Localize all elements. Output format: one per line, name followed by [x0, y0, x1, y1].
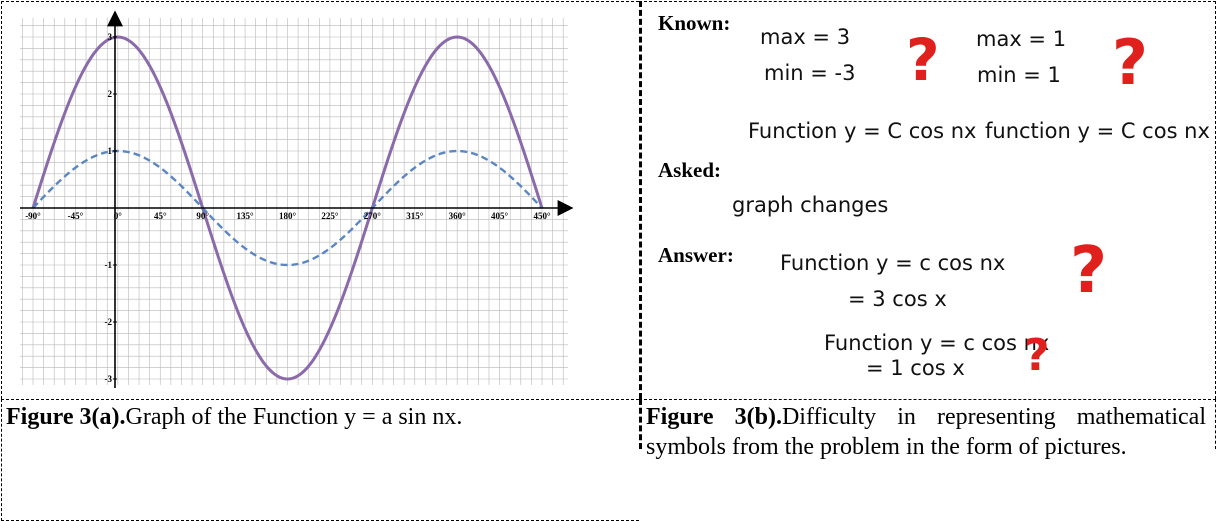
- x-tick-label: -90°: [25, 211, 41, 221]
- y-tick-label: -1: [105, 260, 113, 270]
- question-mark-3: ?: [1070, 234, 1107, 308]
- question-mark-4: ?: [1024, 330, 1050, 381]
- caption-a-label: Figure 3(a).: [6, 404, 126, 430]
- x-tick-label: -45°: [68, 211, 84, 221]
- y-tick-label: -3: [105, 374, 113, 384]
- sine-graph: -90° -45° 0° 45° 90° 135° 180° 225° 270° 315° 360°…: [20, 10, 574, 388]
- graph-axes: [20, 10, 574, 388]
- caption-b: Figure 3(b).Difficulty in representing m…: [646, 402, 1206, 462]
- answer-line-3: Function y = c cos nx: [824, 331, 1049, 355]
- function-a: Function y = C cos nx: [748, 119, 976, 143]
- asked-text: graph changes: [732, 193, 888, 217]
- handwritten-work: Known: max = 3 min = -3 ? max = 1 min = …: [658, 11, 1210, 381]
- x-tick-label: 45°: [154, 211, 167, 221]
- max-a: max = 3: [760, 25, 850, 49]
- figure-b-cell: [639, 1, 1216, 399]
- caption-b-label: Figure 3(b).: [646, 404, 782, 430]
- caption-a: Figure 3(a).Graph of the Function y = a …: [6, 402, 632, 432]
- y-tick-label: 3: [108, 32, 113, 42]
- asked-label: Asked:: [658, 158, 721, 182]
- answer-line-1: Function y = c cos nx: [780, 251, 1005, 275]
- max-b: max = 1: [976, 27, 1066, 51]
- y-tick-label: 2: [108, 89, 113, 99]
- x-tick-label: 90°: [196, 211, 209, 221]
- known-label: Known:: [658, 11, 730, 35]
- answer-label: Answer:: [658, 243, 734, 267]
- caption-b-text: Difficulty in representing mathematical …: [646, 404, 1206, 460]
- figure-a-cell: [1, 1, 639, 399]
- answer-line-2: = 3 cos x: [848, 287, 947, 311]
- x-tick-label: 405°: [491, 211, 509, 221]
- caption-b-cell: [639, 399, 1216, 449]
- x-tick-label: 270°: [364, 211, 382, 221]
- min-a: min = -3: [764, 61, 856, 85]
- answer-line-4: = 1 cos x: [866, 356, 965, 380]
- function-b: function y = C cos nx: [985, 119, 1210, 143]
- x-tick-label: 450°: [533, 211, 551, 221]
- x-tick-label: 180°: [279, 211, 297, 221]
- y-tick-label: -2: [105, 317, 113, 327]
- question-mark-1: ?: [906, 26, 940, 94]
- x-tick-label: 360°: [449, 211, 467, 221]
- min-b: min = 1: [977, 63, 1061, 87]
- x-tick-label: 315°: [406, 211, 424, 221]
- y-tick-label: 1: [108, 146, 113, 156]
- question-mark-2: ?: [1112, 26, 1148, 99]
- caption-a-text: Graph of the Function y = a sin nx.: [125, 404, 463, 430]
- x-tick-label: 225°: [321, 211, 339, 221]
- x-tick-label: 135°: [237, 211, 255, 221]
- x-tick-label: 0°: [114, 211, 123, 221]
- graph-grid: [20, 18, 568, 385]
